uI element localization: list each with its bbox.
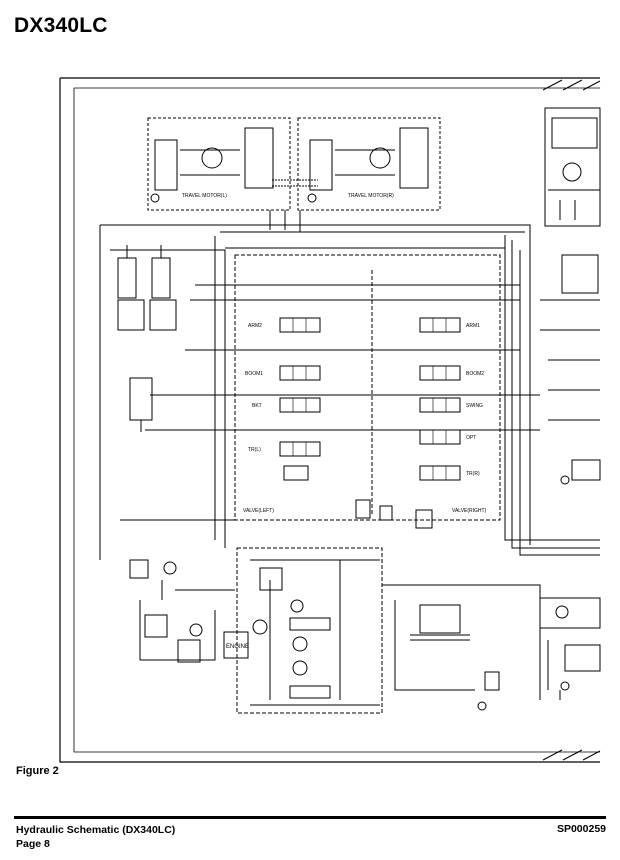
spool-label-trl: TR(L) — [248, 447, 261, 453]
engine-label: ENGINE — [226, 644, 249, 650]
spool-label-bkt: BKT — [252, 403, 262, 409]
footer-doc-title: Hydraulic Schematic (DX340LC) — [16, 824, 176, 836]
travel-motor-right-label: TRAVEL MOTOR(R) — [348, 193, 394, 199]
spool-label-swing: SWING — [466, 403, 483, 409]
spool-label-trr: TR(R) — [466, 471, 480, 477]
figure-caption: Figure 2 — [16, 765, 59, 777]
spool-label-boom1: BOOM1 — [245, 371, 263, 377]
valve-left-label: VALVE(LEFT) — [243, 508, 274, 514]
page-title: DX340LC — [14, 14, 108, 37]
travel-motor-left-label: TRAVEL MOTOR(L) — [182, 193, 227, 199]
spool-label-arm1: ARM1 — [466, 323, 480, 329]
valve-right-label: VALVE(RIGHT) — [452, 508, 487, 514]
footer-page-number: Page 8 — [16, 838, 50, 850]
spool-label-boom2: BOOM2 — [466, 371, 484, 377]
footer-left: Hydraulic Schematic (DX340LC) Page 8 — [16, 823, 175, 851]
footer-divider — [14, 816, 606, 819]
footer-doc-code: SP000259 — [556, 823, 606, 835]
spool-label-opt: OPT — [466, 435, 476, 441]
spool-label-arm2: ARM2 — [248, 323, 262, 329]
